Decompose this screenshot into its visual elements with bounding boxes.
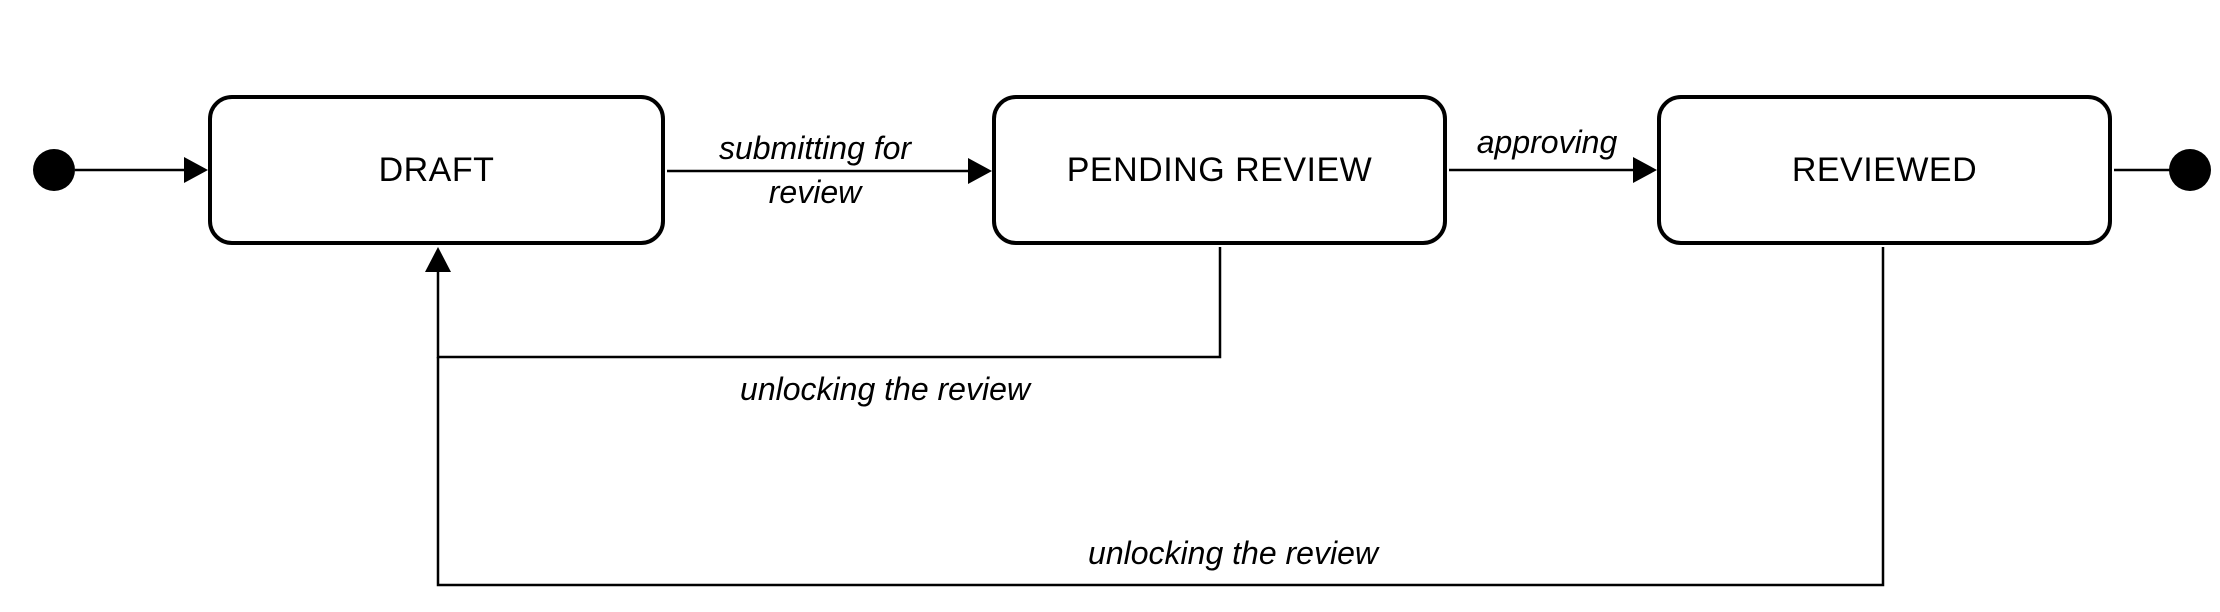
arrowhead-into-pending-review <box>968 158 992 184</box>
transition-label-unlocking-the-review-lower: unlocking the review <box>1088 535 1378 571</box>
initial-state-icon <box>33 149 75 191</box>
state-reviewed-label: REVIEWED <box>1791 150 1978 189</box>
state-reviewed: REVIEWED <box>1657 95 2112 245</box>
transition-label-approving: approving <box>1476 124 1618 160</box>
arrowhead-into-draft <box>184 157 208 183</box>
state-pending-review-label: PENDING REVIEW <box>1066 150 1373 189</box>
transition-label-unlocking-the-review-upper: unlocking the review <box>740 371 1030 407</box>
edge-pending-review-to-draft <box>436 247 1222 359</box>
final-state-icon <box>2169 149 2211 191</box>
arrowhead-into-reviewed <box>1633 157 1657 183</box>
state-draft: DRAFT <box>208 95 665 245</box>
arrowhead-into-draft-bottom <box>425 247 451 272</box>
edge-reviewed-to-draft <box>436 247 1885 587</box>
state-draft-label: DRAFT <box>378 150 495 189</box>
transition-label-submitting-for-review: submitting for review <box>718 130 912 210</box>
state-pending-review: PENDING REVIEW <box>992 95 1447 245</box>
